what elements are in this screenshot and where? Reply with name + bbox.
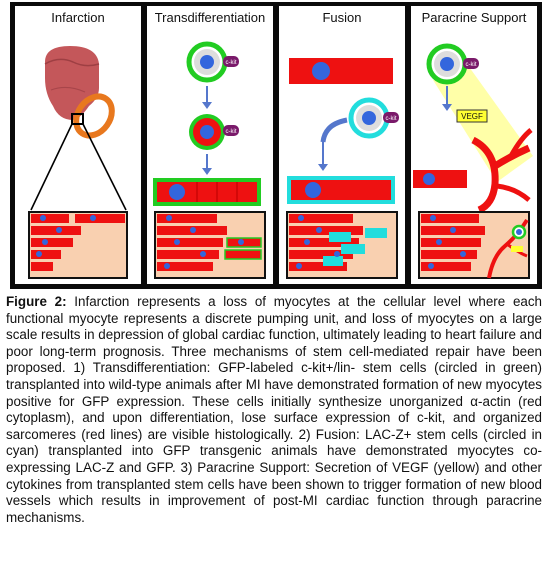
blood-vessel-icon bbox=[471, 128, 533, 214]
panel-title-fusion: Fusion bbox=[322, 10, 362, 25]
ckit-label: c-kit bbox=[466, 62, 477, 68]
vegf-box bbox=[456, 109, 488, 123]
infarcted-tissue bbox=[28, 211, 128, 279]
ckit-badge bbox=[223, 56, 239, 67]
caption-text: Infarction represents a loss of myocytes… bbox=[6, 294, 542, 525]
panel-title-paracrine: Paracrine Support bbox=[421, 10, 527, 25]
infarction-illustration bbox=[28, 46, 128, 279]
panel-title-transdifferentiation: Transdifferentiation bbox=[154, 10, 266, 25]
panel-paracrine: Paracrine Support c-kit VEGF bbox=[411, 6, 537, 284]
stem-cell-icon bbox=[348, 97, 390, 139]
vegf-label: VEGF bbox=[461, 112, 483, 121]
caption-label: Figure 2: bbox=[6, 294, 67, 309]
regenerated-tissue bbox=[154, 211, 266, 279]
panel-transdifferentiation: Transdifferentiation c-kit c-kit bbox=[147, 6, 273, 284]
transdifferentiation-illustration: c-kit c-kit bbox=[153, 41, 266, 279]
heart-icon bbox=[44, 46, 100, 120]
zoom-line-right bbox=[82, 123, 127, 211]
figure-panels: Infarction bbox=[10, 2, 542, 289]
differentiating-cell bbox=[189, 114, 225, 150]
new-myocyte bbox=[153, 178, 261, 206]
zoom-box bbox=[71, 113, 84, 125]
fusion-arrow bbox=[320, 117, 348, 143]
vegf-glow bbox=[433, 64, 533, 182]
fusion-illustration: c-kit bbox=[286, 58, 399, 279]
myocyte-cell bbox=[413, 170, 467, 188]
ckit-badge bbox=[463, 58, 479, 69]
fused-myocyte bbox=[287, 176, 395, 204]
scar-ring bbox=[73, 93, 115, 139]
paracrine-illustration: c-kit VEGF bbox=[413, 43, 533, 279]
figure-caption: Figure 2: Infarction represents a loss o… bbox=[6, 294, 542, 526]
ckit-label: c-kit bbox=[386, 116, 397, 122]
ckit-label-2: c-kit bbox=[226, 129, 237, 135]
zoom-line-left bbox=[30, 123, 73, 211]
stem-cell-icon bbox=[426, 43, 468, 85]
stem-cell-icon bbox=[186, 41, 228, 83]
ckit-badge bbox=[383, 112, 399, 123]
panel-infarction: Infarction bbox=[15, 6, 141, 284]
panel-title-infarction: Infarction bbox=[51, 10, 105, 25]
ckit-label: c-kit bbox=[226, 60, 237, 66]
fusion-tissue bbox=[286, 211, 398, 279]
vascularized-tissue bbox=[418, 211, 530, 279]
panel-fusion: Fusion c-kit bbox=[279, 6, 405, 284]
myocyte-cell bbox=[289, 58, 393, 84]
ckit-badge-2 bbox=[223, 125, 239, 136]
